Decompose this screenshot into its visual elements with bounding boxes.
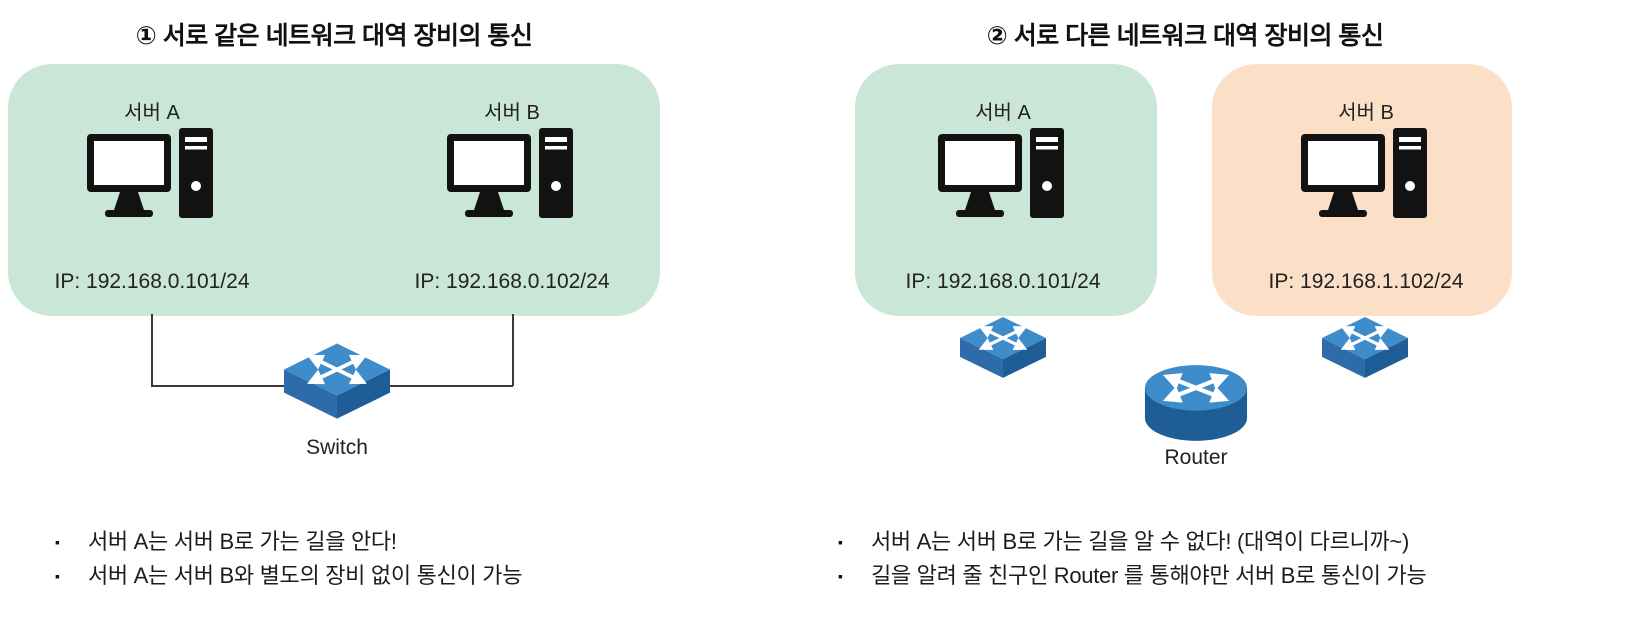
left-panel-title: ① 서로 같은 네트워크 대역 장비의 통신 bbox=[135, 22, 533, 50]
left-server-b: 서버 B IP: 192.168.0.102/24 bbox=[382, 96, 642, 304]
server-label: 서버 B bbox=[484, 102, 540, 124]
bullet-square-icon: ▪ bbox=[838, 568, 843, 584]
note-text: 서버 A는 서버 B로 가는 길을 알 수 없다! (대역이 다르니까~) bbox=[870, 529, 1409, 554]
right-server-a: 서버 A IP: 192.168.0.101/24 bbox=[873, 96, 1133, 304]
switch-label: Switch bbox=[306, 436, 368, 459]
server-label: 서버 A bbox=[124, 102, 180, 124]
note-text: 길을 알려 줄 친구인 Router 를 통해야만 서버 B로 통신이 가능 bbox=[870, 563, 1427, 588]
note-item: ▪ 길을 알려 줄 친구인 Router 를 통해야만 서버 B로 통신이 가능 bbox=[838, 558, 1648, 592]
bullet-square-icon: ▪ bbox=[838, 534, 843, 550]
right-server-b: 서버 B IP: 192.168.1.102/24 bbox=[1236, 96, 1496, 304]
computer-icon bbox=[1301, 128, 1431, 240]
server-label: 서버 B bbox=[1338, 102, 1394, 124]
server-ip: IP: 192.168.0.101/24 bbox=[905, 270, 1101, 293]
connector-server-b-switch bbox=[390, 385, 513, 387]
server-ip: IP: 192.168.0.102/24 bbox=[414, 270, 610, 293]
left-server-a: 서버 A IP: 192.168.0.101/24 bbox=[22, 96, 282, 304]
note-text: 서버 A는 서버 B로 가는 길을 안다! bbox=[87, 529, 397, 554]
bullet-square-icon: ▪ bbox=[55, 534, 60, 550]
connector-server-a-switch bbox=[151, 385, 285, 387]
switch-icon bbox=[960, 316, 1046, 382]
server-label: 서버 A bbox=[975, 102, 1031, 124]
note-item: ▪ 서버 A는 서버 B로 가는 길을 안다! bbox=[55, 524, 795, 558]
router-label: Router bbox=[1164, 446, 1228, 469]
switch-icon bbox=[284, 342, 390, 424]
computer-icon bbox=[938, 128, 1068, 240]
right-panel-title: ② 서로 다른 네트워크 대역 장비의 통신 bbox=[986, 22, 1384, 50]
connector-server-a-down bbox=[151, 314, 153, 386]
left-notes: ▪ 서버 A는 서버 B로 가는 길을 안다! ▪ 서버 A는 서버 B와 별도… bbox=[55, 524, 795, 592]
connector-server-b-down bbox=[512, 314, 514, 386]
note-item: ▪ 서버 A는 서버 B와 별도의 장비 없이 통신이 가능 bbox=[55, 558, 795, 592]
router-icon bbox=[1144, 360, 1248, 446]
note-item: ▪ 서버 A는 서버 B로 가는 길을 알 수 없다! (대역이 다르니까~) bbox=[838, 524, 1648, 558]
switch-icon bbox=[1322, 316, 1408, 382]
server-ip: IP: 192.168.0.101/24 bbox=[54, 270, 250, 293]
computer-icon bbox=[447, 128, 577, 240]
server-ip: IP: 192.168.1.102/24 bbox=[1268, 270, 1464, 293]
right-notes: ▪ 서버 A는 서버 B로 가는 길을 알 수 없다! (대역이 다르니까~) … bbox=[838, 524, 1648, 592]
computer-icon bbox=[87, 128, 217, 240]
note-text: 서버 A는 서버 B와 별도의 장비 없이 통신이 가능 bbox=[87, 563, 523, 588]
bullet-square-icon: ▪ bbox=[55, 568, 60, 584]
